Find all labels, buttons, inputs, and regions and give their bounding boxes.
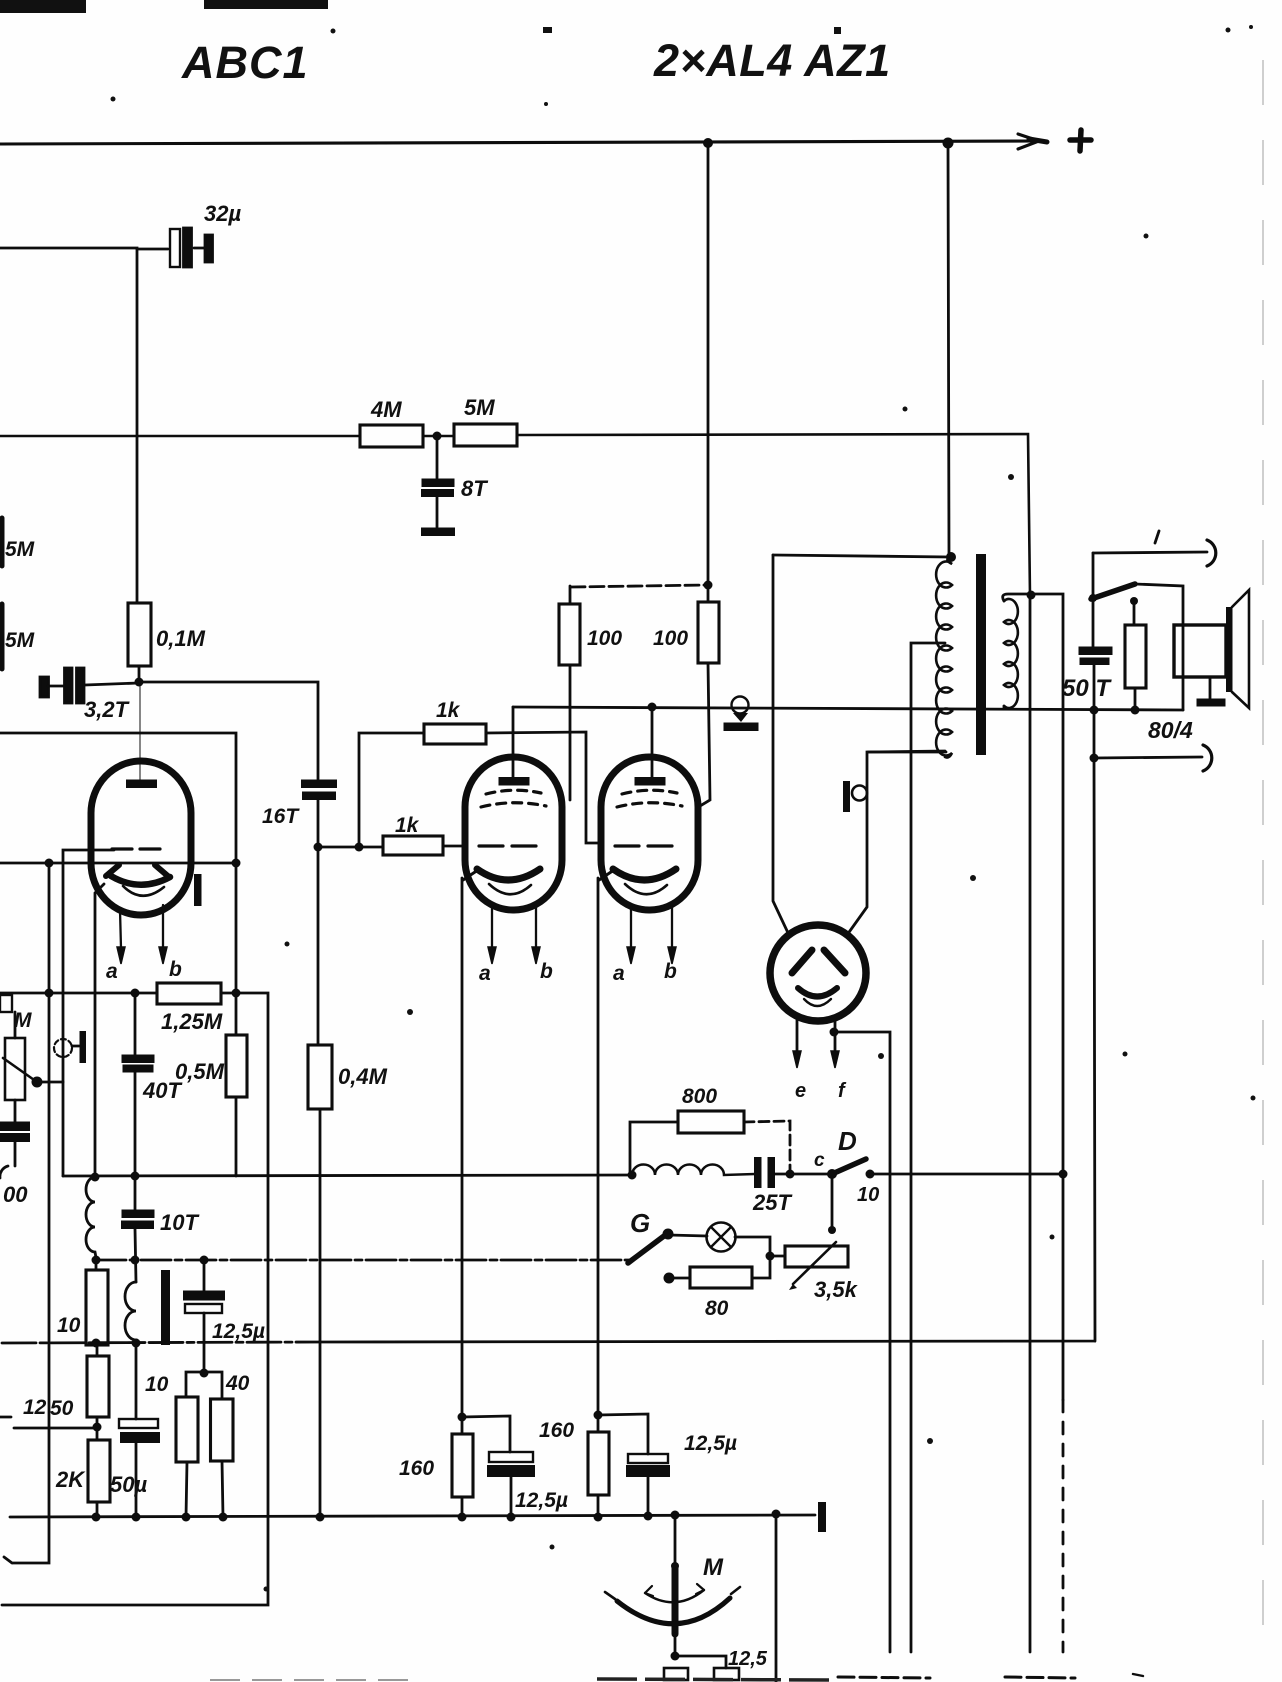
svg-text:10T: 10T <box>160 1210 199 1235</box>
svg-text:50: 50 <box>50 1397 74 1420</box>
svg-text:a: a <box>613 962 625 985</box>
svg-text:40T: 40T <box>142 1078 182 1103</box>
svg-text:1k: 1k <box>395 814 420 837</box>
svg-text:1,25M: 1,25M <box>161 1009 223 1034</box>
svg-text:b: b <box>540 960 553 983</box>
svg-text:50 T: 50 T <box>1062 675 1112 702</box>
svg-text:160: 160 <box>539 1419 574 1442</box>
svg-text:12,5µ: 12,5µ <box>212 1320 265 1343</box>
svg-text:80/4: 80/4 <box>1148 717 1193 743</box>
svg-text:2K: 2K <box>55 1467 86 1492</box>
svg-text:c: c <box>814 1150 825 1171</box>
svg-text:00: 00 <box>3 1182 28 1207</box>
svg-text:100: 100 <box>653 627 688 650</box>
svg-text:100: 100 <box>587 627 622 650</box>
svg-text:M: M <box>14 1009 32 1032</box>
svg-text:10: 10 <box>857 1184 879 1206</box>
svg-text:0,4M: 0,4M <box>338 1064 388 1089</box>
svg-text:3,2T: 3,2T <box>84 697 130 722</box>
svg-text:1k: 1k <box>436 699 461 722</box>
svg-text:160: 160 <box>399 1457 434 1480</box>
svg-text:40: 40 <box>225 1372 250 1395</box>
svg-text:3,5k: 3,5k <box>814 1277 859 1302</box>
svg-text:32µ: 32µ <box>204 201 241 226</box>
svg-text:12,5µ: 12,5µ <box>684 1432 737 1455</box>
svg-text:4M: 4M <box>370 397 402 422</box>
svg-text:12,5: 12,5 <box>728 1648 768 1670</box>
svg-text:800: 800 <box>682 1085 717 1108</box>
svg-text:0,5M: 0,5M <box>175 1059 225 1084</box>
svg-text:f: f <box>838 1080 847 1102</box>
svg-text:8T: 8T <box>461 476 488 501</box>
svg-text:16T: 16T <box>262 805 300 828</box>
svg-text:5M: 5M <box>464 395 495 420</box>
svg-text:0,1M: 0,1M <box>156 626 206 651</box>
svg-text:2×AL4 AZ1: 2×AL4 AZ1 <box>653 35 891 86</box>
svg-text:50µ: 50µ <box>110 1472 147 1497</box>
svg-text:a: a <box>479 962 491 985</box>
svg-text:a: a <box>106 960 118 983</box>
svg-text:b: b <box>169 958 182 981</box>
svg-text:12: 12 <box>23 1396 47 1419</box>
svg-text:G: G <box>630 1208 650 1238</box>
svg-text:M: M <box>703 1554 724 1581</box>
svg-text:25T: 25T <box>752 1190 792 1215</box>
svg-text:80: 80 <box>705 1297 729 1320</box>
svg-text:e: e <box>795 1080 806 1102</box>
svg-text:10: 10 <box>57 1314 81 1337</box>
svg-text:b: b <box>664 960 677 983</box>
svg-text:ABC1: ABC1 <box>181 37 309 88</box>
svg-text:5M: 5M <box>5 538 35 561</box>
svg-text:12,5µ: 12,5µ <box>515 1489 568 1512</box>
svg-text:10: 10 <box>145 1373 169 1396</box>
svg-text:5M: 5M <box>5 629 35 652</box>
svg-text:D: D <box>838 1126 857 1156</box>
